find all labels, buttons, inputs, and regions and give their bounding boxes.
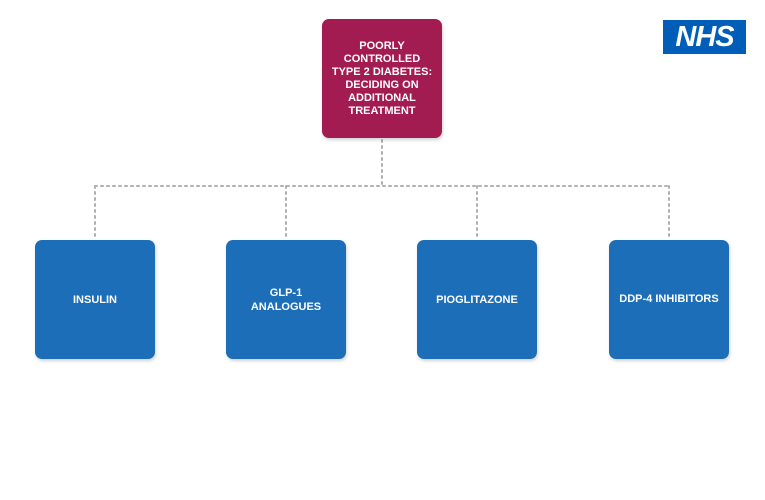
child-node-label: INSULIN: [73, 293, 117, 306]
child-node-label: GLP-1 ANALOGUES: [250, 286, 322, 313]
child-node-pioglitazone: PIOGLITAZONE: [417, 240, 537, 359]
root-node-label: POORLY CONTROLLED TYPE 2 DIABETES: DECID…: [331, 39, 433, 117]
child-node-label: PIOGLITAZONE: [436, 293, 518, 306]
child-node-ddp4-inhibitors: DDP-4 INHIBITORS: [609, 240, 729, 359]
child-node-label: DDP-4 INHIBITORS: [619, 293, 719, 305]
child-node-insulin: INSULIN: [35, 240, 155, 359]
child-node-glp1-analogues: GLP-1 ANALOGUES: [226, 240, 346, 359]
nhs-logo-text: NHS: [675, 21, 734, 53]
nhs-logo: NHS: [663, 20, 746, 54]
root-node: POORLY CONTROLLED TYPE 2 DIABETES: DECID…: [322, 19, 442, 138]
